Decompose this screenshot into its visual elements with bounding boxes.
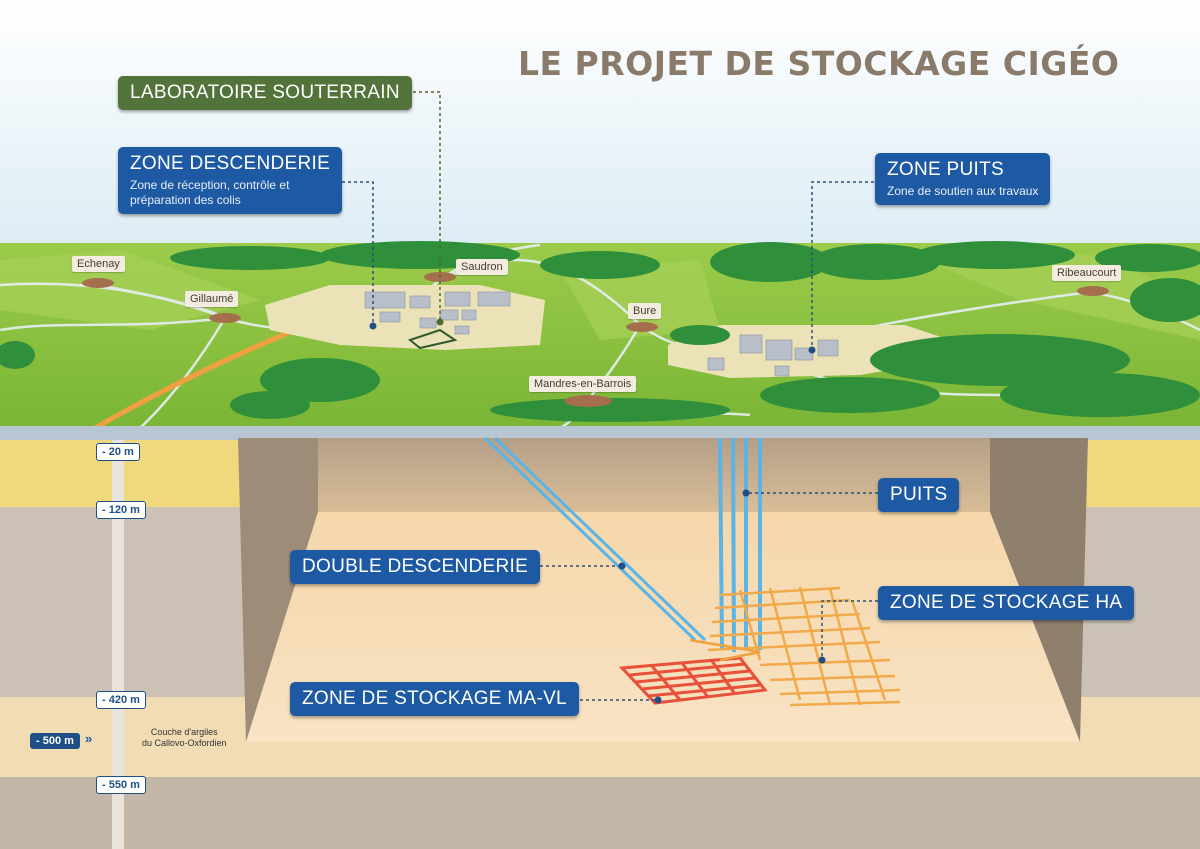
town-label-bure: Bure (628, 303, 662, 319)
callout-zone-puits: ZONE PUITS Zone de soutien aux travaux (875, 153, 1051, 205)
fields (0, 250, 1200, 340)
laboratoire-site (407, 328, 458, 350)
page-title: LE PROJET DE STOCKAGE CIGÉO (518, 44, 1120, 83)
callout-zone-descenderie-sub1: Zone de réception, contrôle et (130, 178, 290, 192)
callout-zone-puits-label: ZONE PUITS (887, 159, 1005, 180)
stratum-grey-2 (0, 777, 1200, 849)
town-label-saudron: Saudron (456, 259, 508, 275)
callout-zone-descenderie-sub2: préparation des colis (130, 193, 241, 207)
callout-puits-label: PUITS (890, 484, 948, 505)
clay-layer-label-1: Couche d'argiles (150, 727, 218, 737)
surface-edge (0, 426, 1200, 440)
shafts (718, 437, 762, 653)
callout-zone-puits-sub: Zone de soutien aux travaux (887, 184, 1039, 198)
town-label-echenay: Echenay (72, 256, 125, 272)
depth-mark-420: - 420 m (96, 691, 146, 709)
descenderie-buildings (364, 291, 511, 335)
town-label-ribeaucourt: Ribeaucourt (1052, 265, 1122, 281)
clay-layer-label-2: du Callovo-Oxfordien (142, 738, 227, 748)
chevron-right-icon: » (85, 731, 93, 746)
descenderie-site (265, 285, 545, 350)
town-label-mandres: Mandres-en-Barrois (529, 376, 637, 392)
clay-layer-label: Couche d'argiles du Callovo-Oxfordien (142, 727, 227, 749)
callout-stockage-ha-label: ZONE DE STOCKAGE HA (890, 592, 1123, 613)
callout-double-descenderie-label: DOUBLE DESCENDERIE (302, 556, 529, 577)
mavl-storage-grid (618, 656, 768, 705)
callout-laboratoire: LABORATOIRE SOUTERRAIN (118, 76, 412, 110)
callout-laboratoire-label: LABORATOIRE SOUTERRAIN (130, 82, 400, 103)
callout-puits: PUITS (878, 478, 960, 512)
callout-stockage-ha: ZONE DE STOCKAGE HA (878, 586, 1135, 620)
cutaway-left-wall (238, 438, 318, 742)
leader-dots (369, 318, 826, 704)
connecting-gallery (689, 638, 761, 662)
clay-depth-badge: - 500 m (30, 733, 80, 749)
town-markers (82, 272, 1109, 407)
callout-double-descenderie: DOUBLE DESCENDERIE (290, 550, 541, 584)
callout-stockage-mavl: ZONE DE STOCKAGE MA-VL (290, 682, 579, 716)
town-label-gillaume: Gillaumé (185, 291, 239, 307)
callout-zone-descenderie: ZONE DESCENDERIE Zone de réception, cont… (118, 147, 343, 214)
depth-ruler (112, 440, 124, 849)
depth-mark-20: - 20 m (96, 443, 140, 461)
callout-zone-descenderie-label: ZONE DESCENDERIE (130, 153, 331, 174)
puits-buildings (707, 334, 839, 377)
depth-mark-550: - 550 m (96, 776, 146, 794)
callout-stockage-mavl-label: ZONE DE STOCKAGE MA-VL (302, 688, 567, 709)
descenderie-tunnels (483, 436, 707, 642)
depth-mark-120: - 120 m (96, 501, 146, 519)
forests (0, 241, 1200, 422)
